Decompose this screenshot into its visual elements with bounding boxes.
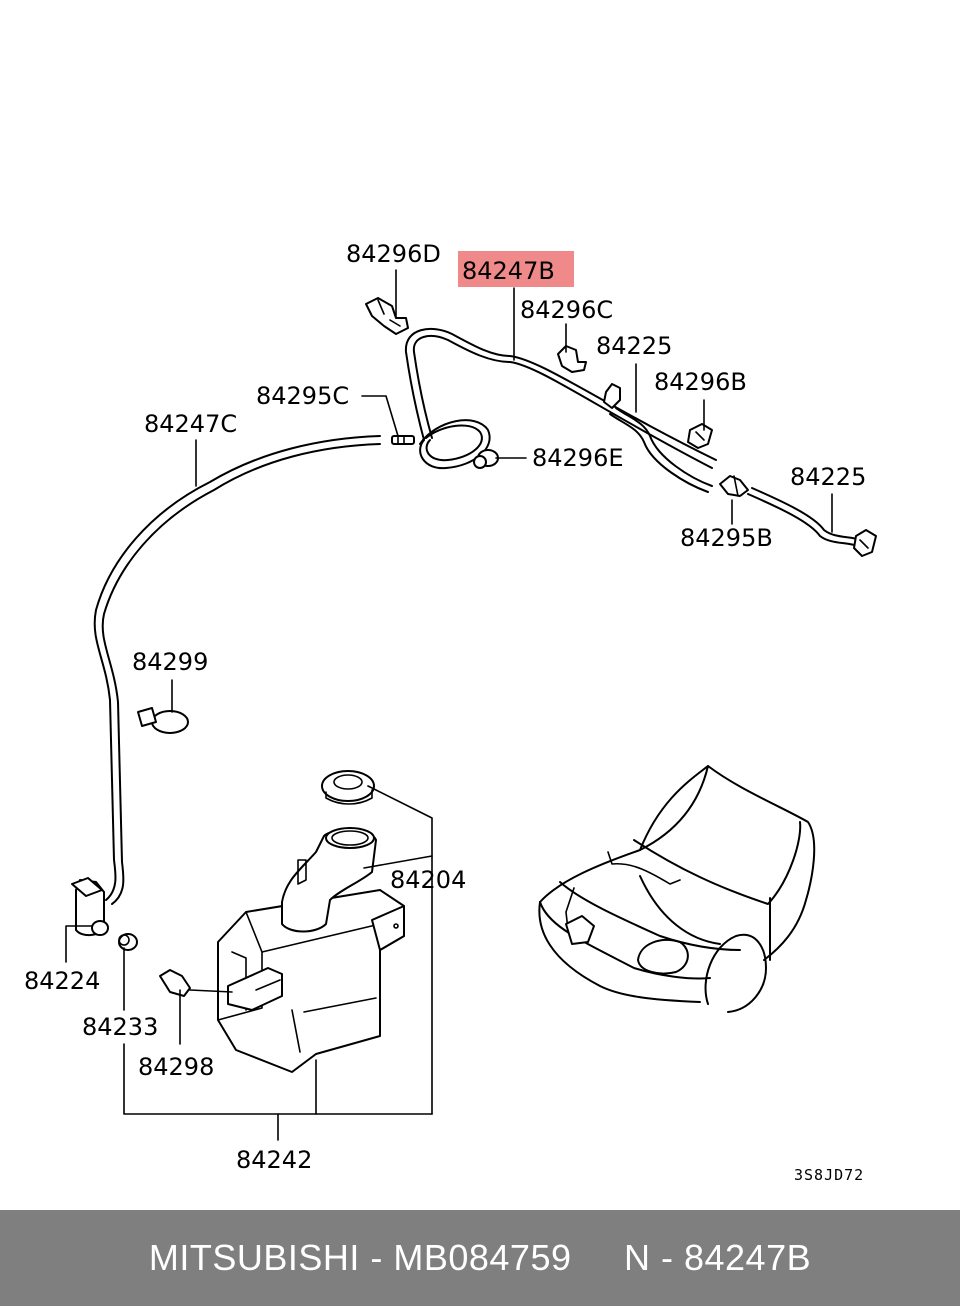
- label-84295B[interactable]: 84295B: [680, 524, 773, 552]
- label-84225-top[interactable]: 84225: [596, 332, 672, 360]
- leader-lines: [65, 269, 833, 1141]
- footer-bar: MITSUBISHI - MB084759 N - 84247B: [0, 1210, 960, 1306]
- clamp-84299: [137, 707, 189, 734]
- clip-84296B: [687, 423, 713, 449]
- joint-84295B: [719, 475, 749, 497]
- hose-84225-top: [609, 407, 713, 493]
- label-84296B[interactable]: 84296B: [654, 368, 747, 396]
- label-84225-right[interactable]: 84225: [790, 463, 866, 491]
- hose-84247C: [93, 435, 381, 905]
- label-84247B[interactable]: 84247B: [462, 257, 555, 285]
- label-84242[interactable]: 84242: [236, 1146, 312, 1174]
- label-84296E[interactable]: 84296E: [532, 444, 624, 472]
- washer-tank-84242: [217, 827, 405, 1073]
- car-illustration: [538, 765, 816, 1013]
- parts-diagram: 84296D 84247B 84296C 84225 84296B 84295C…: [24, 240, 877, 1184]
- clip-84225-top: [603, 383, 621, 409]
- label-84295C[interactable]: 84295C: [256, 382, 349, 410]
- label-84224[interactable]: 84224: [24, 967, 100, 995]
- highlight-box: [458, 251, 574, 287]
- nozzle-84225: [853, 529, 877, 557]
- connector-84295C: [391, 435, 415, 445]
- label-84204[interactable]: 84204: [390, 866, 466, 894]
- pump-84224: [71, 877, 109, 936]
- cap-84204: [321, 770, 375, 805]
- drawing-code: 3S8JD72: [794, 1166, 864, 1184]
- clip-84296D: [365, 297, 409, 335]
- label-84298[interactable]: 84298: [138, 1053, 214, 1081]
- hose-84247B: [404, 327, 717, 469]
- footer-part-info: MITSUBISHI - MB084759 N - 84247B: [148, 1237, 812, 1278]
- clip-84296C: [557, 345, 587, 373]
- label-84296C[interactable]: 84296C: [520, 296, 613, 324]
- sensor-84298: [159, 969, 233, 997]
- grommet-84233: [118, 933, 138, 951]
- label-84296D[interactable]: 84296D: [346, 240, 441, 268]
- grommet-84296E: [473, 449, 499, 469]
- label-84247C[interactable]: 84247C: [144, 410, 237, 438]
- label-84233[interactable]: 84233: [82, 1013, 158, 1041]
- hose-84225-right: [747, 487, 863, 547]
- label-84299[interactable]: 84299: [132, 648, 208, 676]
